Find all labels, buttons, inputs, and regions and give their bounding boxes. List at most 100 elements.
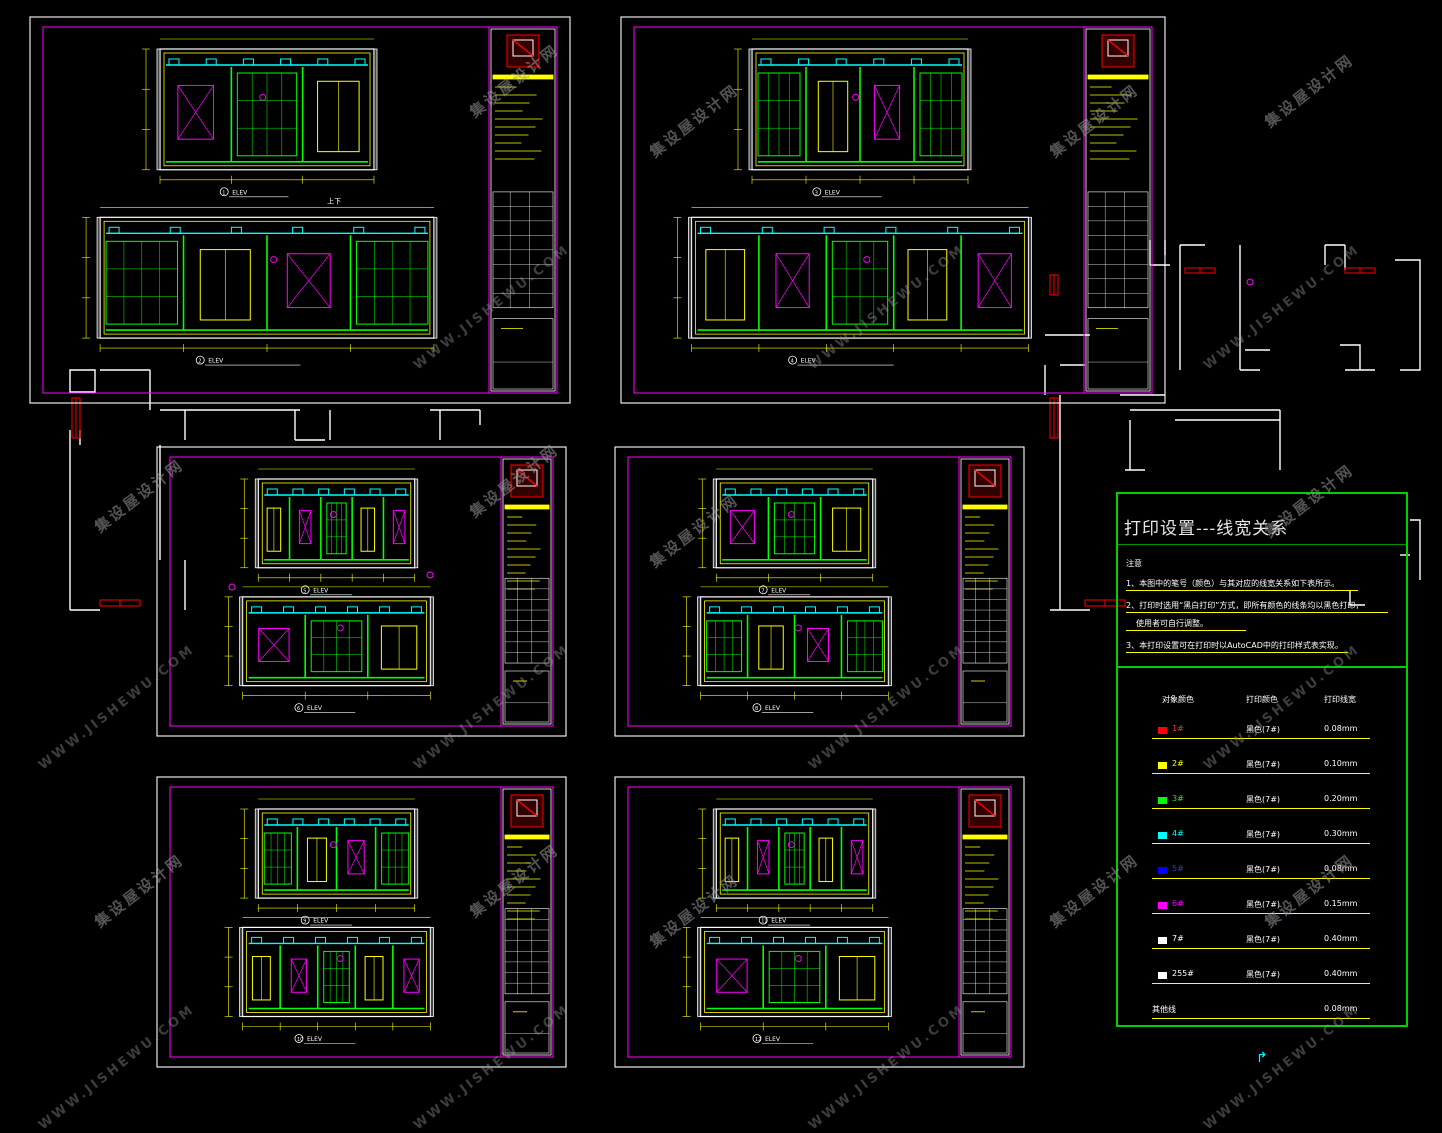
wall-section xyxy=(697,927,701,1017)
elev-label-top: ELEV xyxy=(771,587,787,594)
decor-line xyxy=(977,253,1012,308)
print-color: 黑色(7#) xyxy=(1246,970,1281,979)
elevation-mark-number: 2 xyxy=(198,359,201,365)
title-bottom xyxy=(492,318,554,390)
print-color: 黑色(7#) xyxy=(1246,795,1281,804)
sheet-border xyxy=(156,446,567,737)
legend-note-1: 1、本图中的笔号（颜色）与其对应的线宽关系如下表所示。 xyxy=(1126,579,1340,588)
elevation-mark-bottom xyxy=(752,703,762,713)
sheet-border xyxy=(620,16,1166,404)
wall-section xyxy=(239,927,244,1017)
legend-row: 255#黑色(7#)0.40mm xyxy=(1118,965,1408,995)
decor-panel xyxy=(347,840,365,875)
elevation-mark-number: 8 xyxy=(755,706,758,712)
ceiling-detail xyxy=(318,488,330,496)
print-width: 0.15mm xyxy=(1324,899,1358,908)
decor-line xyxy=(850,840,864,874)
print-width: 0.40mm xyxy=(1324,969,1358,978)
note-underline xyxy=(1126,590,1358,591)
logo-icon xyxy=(516,799,538,817)
decor-line xyxy=(392,510,406,544)
section-marker xyxy=(259,93,267,101)
sheet-inner-frame xyxy=(169,456,554,727)
decor-line xyxy=(757,840,770,874)
ceiling-detail xyxy=(369,818,381,826)
wall-section xyxy=(697,596,701,687)
ceiling-detail xyxy=(773,606,785,614)
elevation-mark-top xyxy=(812,187,822,197)
ceiling-detail xyxy=(868,606,880,614)
elev-label-bottom: ELEV xyxy=(765,705,781,712)
ceiling-detail xyxy=(346,936,358,944)
ceiling-detail xyxy=(948,58,960,66)
print-width: 0.08mm xyxy=(1324,1004,1358,1013)
print-color: 黑色(7#) xyxy=(1246,760,1281,769)
wall-section xyxy=(967,48,972,171)
ceiling-detail xyxy=(292,226,304,234)
header-print-color: 打印颜色 xyxy=(1246,695,1278,704)
ceiling-detail xyxy=(741,936,753,944)
decor-line xyxy=(775,253,810,308)
ceiling-detail xyxy=(827,818,839,826)
ceiling-detail xyxy=(823,226,835,234)
sheet-inner-frame xyxy=(627,786,1012,1058)
section-marker xyxy=(336,955,344,963)
legend-title-underline xyxy=(1118,544,1408,545)
elev-label-top: ELEV xyxy=(825,189,841,196)
color-label: 1# xyxy=(1172,724,1184,733)
elev-label-top: ELEV xyxy=(232,189,248,196)
color-swatch xyxy=(1158,797,1167,804)
print-color: 黑色(7#) xyxy=(1246,900,1281,909)
elevation-mark-number: 7 xyxy=(761,588,764,594)
wall-segment xyxy=(160,409,325,441)
elevation-mark-bottom xyxy=(294,1034,304,1043)
title-bar xyxy=(1087,74,1149,80)
elevation-mark-number: 11 xyxy=(761,919,767,925)
ceiling-detail xyxy=(410,606,422,614)
section-marker xyxy=(329,511,337,518)
color-swatch xyxy=(1158,727,1167,734)
ceiling-detail xyxy=(776,488,788,496)
decor-panel xyxy=(873,84,901,140)
print-width: 0.08mm xyxy=(1324,724,1358,733)
color-label: 6# xyxy=(1172,899,1184,908)
ceiling-detail xyxy=(292,488,304,496)
row-underline xyxy=(1152,913,1370,914)
decor-panel xyxy=(775,253,810,309)
wall-section xyxy=(254,478,259,569)
elevation-mark-number: 3 xyxy=(815,190,818,196)
print-width: 0.20mm xyxy=(1324,794,1358,803)
decor-panel xyxy=(298,510,312,545)
ceiling-detail xyxy=(835,58,847,66)
wall-section xyxy=(373,48,378,171)
elev-label-bottom: ELEV xyxy=(208,358,224,365)
ceiling-detail xyxy=(315,606,327,614)
ceiling-detail xyxy=(724,818,736,826)
elev-label-top: ELEV xyxy=(313,918,329,925)
row-underline xyxy=(1152,808,1370,809)
logo-icon xyxy=(512,39,534,57)
wall-section xyxy=(688,216,692,339)
ceiling-detail xyxy=(853,488,865,496)
elevation-frame xyxy=(163,52,371,167)
color-swatch xyxy=(1158,762,1167,769)
wall-section xyxy=(872,808,877,899)
logo-icon xyxy=(516,799,538,817)
elevation-mark-number: 4 xyxy=(791,359,794,365)
color-swatch xyxy=(1158,867,1167,874)
ceiling-detail xyxy=(868,936,880,944)
note-underline xyxy=(1126,652,1348,653)
decor-panel xyxy=(716,958,748,993)
title-bottom xyxy=(962,670,1008,723)
ceiling-detail xyxy=(804,606,816,614)
color-label: 2# xyxy=(1172,759,1184,768)
row-underline xyxy=(1152,878,1370,879)
wall-segment xyxy=(329,409,481,440)
elevation-frame xyxy=(246,931,427,1013)
ceiling-detail xyxy=(709,606,721,614)
ceiling-detail xyxy=(317,58,329,66)
title-block-border xyxy=(502,788,552,1056)
ceiling-detail xyxy=(798,58,810,66)
